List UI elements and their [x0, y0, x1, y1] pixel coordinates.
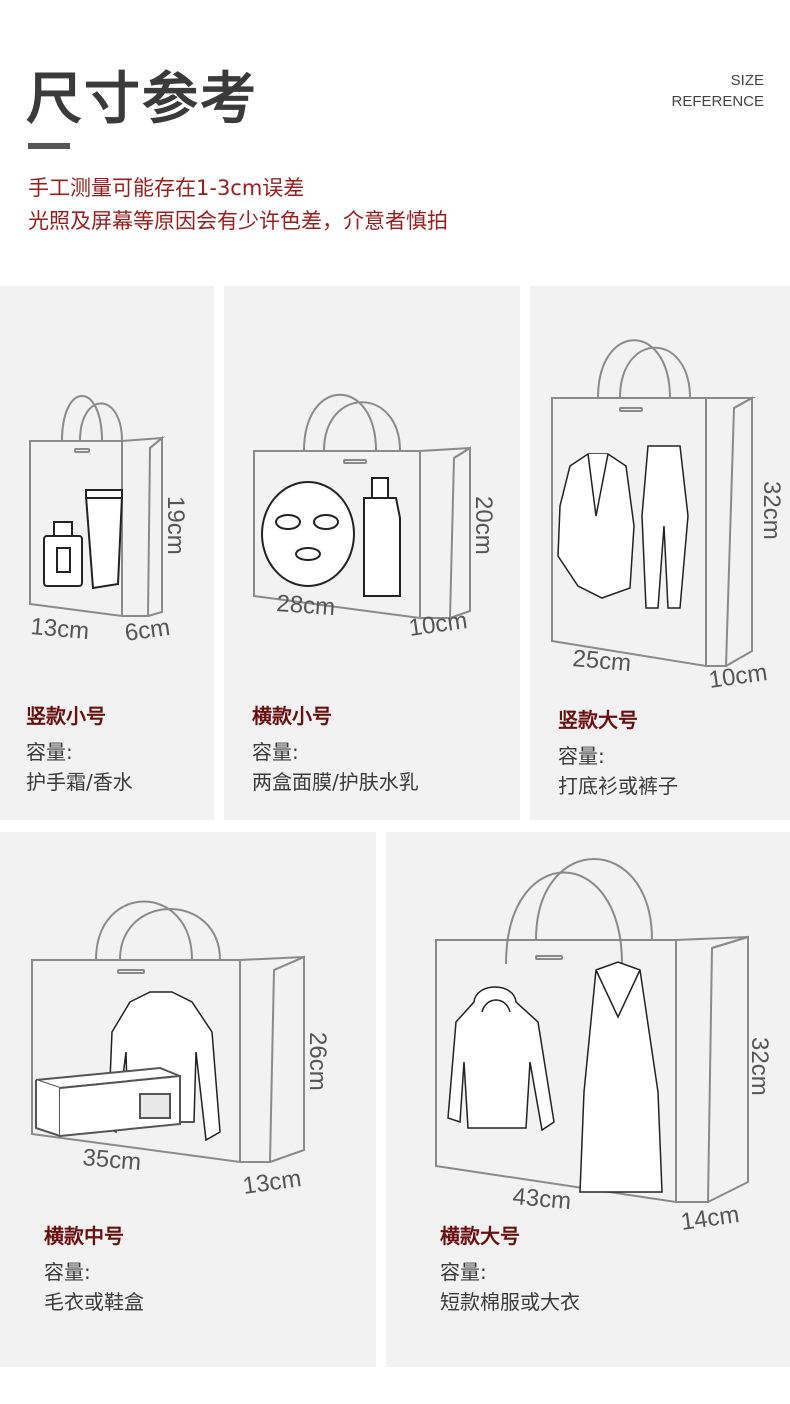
capacity-label: 容量:	[252, 740, 299, 764]
bag-card-horizontal-small: 28cm 10cm 20cm 横款小号 容量: 两盒面膜/护肤水乳	[224, 286, 520, 820]
size-reference-line2: REFERENCE	[671, 93, 764, 110]
bag-card-horizontal-medium: 35cm 13cm 26cm 横款中号 容量: 毛衣或鞋盒	[0, 832, 376, 1367]
page-title: 尺寸参考	[26, 67, 258, 132]
capacity-label: 容量:	[26, 740, 73, 764]
bag-illustration-vertical-large: 25cm 10cm 32cm	[551, 339, 785, 694]
title-underline	[28, 143, 70, 149]
bag-info: 竖款小号 容量: 护手霜/香水	[26, 700, 133, 797]
bag-illustration-horizontal-medium: 35cm 13cm 26cm	[31, 900, 331, 1200]
bag-info: 竖款大号 容量: 打底衫或裤子	[558, 704, 678, 801]
dim-depth: 6cm	[123, 614, 172, 647]
bag-name: 竖款大号	[558, 708, 638, 732]
dim-width: 28cm	[276, 590, 336, 621]
capacity-use: 短款棉服或大衣	[440, 1290, 580, 1314]
bag-illustration-horizontal-large: 43cm 14cm 32cm	[435, 858, 773, 1236]
dim-depth: 14cm	[679, 1201, 741, 1236]
bag-illustration-vertical-small: 13cm 6cm 19cm	[29, 395, 189, 647]
bag-name: 横款大号	[440, 1224, 520, 1248]
capacity-use: 两盒面膜/护肤水乳	[252, 770, 419, 794]
dim-depth: 10cm	[407, 607, 469, 642]
bag-illustration-horizontal-small: 28cm 10cm 20cm	[253, 394, 497, 642]
notes: 手工测量可能存在1-3cm误差 光照及屏幕等原因会有少许色差，介意者慎拍	[28, 172, 448, 238]
dim-height: 32cm	[746, 1037, 773, 1096]
dim-height: 20cm	[470, 496, 497, 555]
bag-info: 横款中号 容量: 毛衣或鞋盒	[44, 1220, 144, 1317]
capacity-use: 护手霜/香水	[26, 770, 133, 794]
bag-info: 横款小号 容量: 两盒面膜/护肤水乳	[252, 700, 419, 797]
dim-height: 19cm	[162, 496, 189, 555]
bag-card-horizontal-large: 43cm 14cm 32cm 横款大号 容量: 短款棉服或大衣	[386, 832, 790, 1367]
bag-name: 横款小号	[252, 704, 332, 728]
dim-height: 26cm	[304, 1032, 331, 1091]
bag-name: 竖款小号	[26, 704, 106, 728]
note-measurement-error: 手工测量可能存在1-3cm误差	[28, 176, 305, 200]
bag-info: 横款大号 容量: 短款棉服或大衣	[440, 1220, 580, 1317]
dim-depth: 10cm	[707, 659, 769, 694]
dim-depth: 13cm	[241, 1165, 303, 1200]
capacity-label: 容量:	[44, 1260, 91, 1284]
dim-width: 35cm	[81, 1144, 142, 1176]
bag-card-vertical-small: 13cm 6cm 19cm 竖款小号 容量: 护手霜/香水	[0, 286, 214, 820]
bag-card-vertical-large: 25cm 10cm 32cm 竖款大号 容量: 打底衫或裤子	[530, 286, 790, 820]
size-reference-line1: SIZE	[730, 72, 764, 89]
dim-height: 32cm	[758, 481, 785, 540]
bag-name: 横款中号	[44, 1224, 124, 1248]
capacity-use: 毛衣或鞋盒	[44, 1290, 144, 1314]
dim-width: 43cm	[511, 1183, 572, 1215]
capacity-label: 容量:	[558, 744, 605, 768]
capacity-label: 容量:	[440, 1260, 487, 1284]
size-reference-label: SIZE REFERENCE	[671, 70, 764, 112]
dim-width: 13cm	[29, 613, 90, 645]
dim-width: 25cm	[571, 645, 632, 677]
capacity-use: 打底衫或裤子	[558, 774, 678, 798]
note-color-difference: 光照及屏幕等原因会有少许色差，介意者慎拍	[28, 209, 448, 233]
